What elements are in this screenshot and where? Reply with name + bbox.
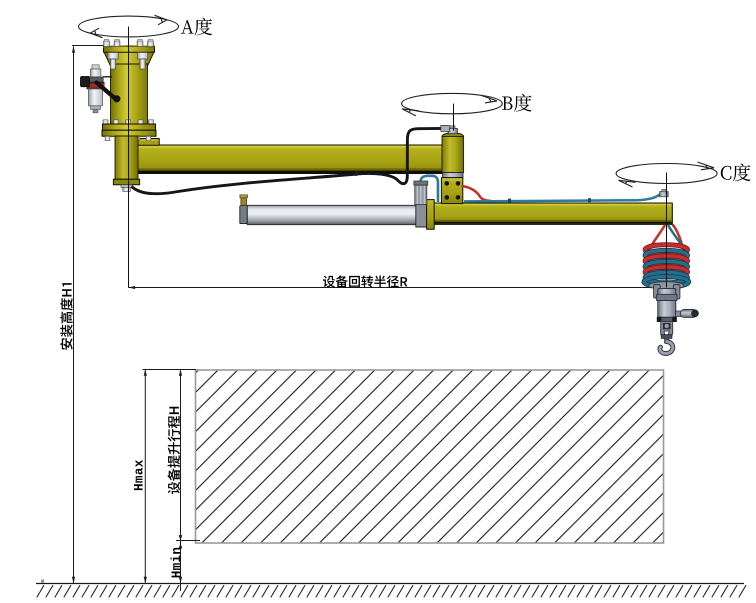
svg-text:Hmin: Hmin <box>170 547 184 579</box>
svg-text:Hmax: Hmax <box>132 459 146 491</box>
